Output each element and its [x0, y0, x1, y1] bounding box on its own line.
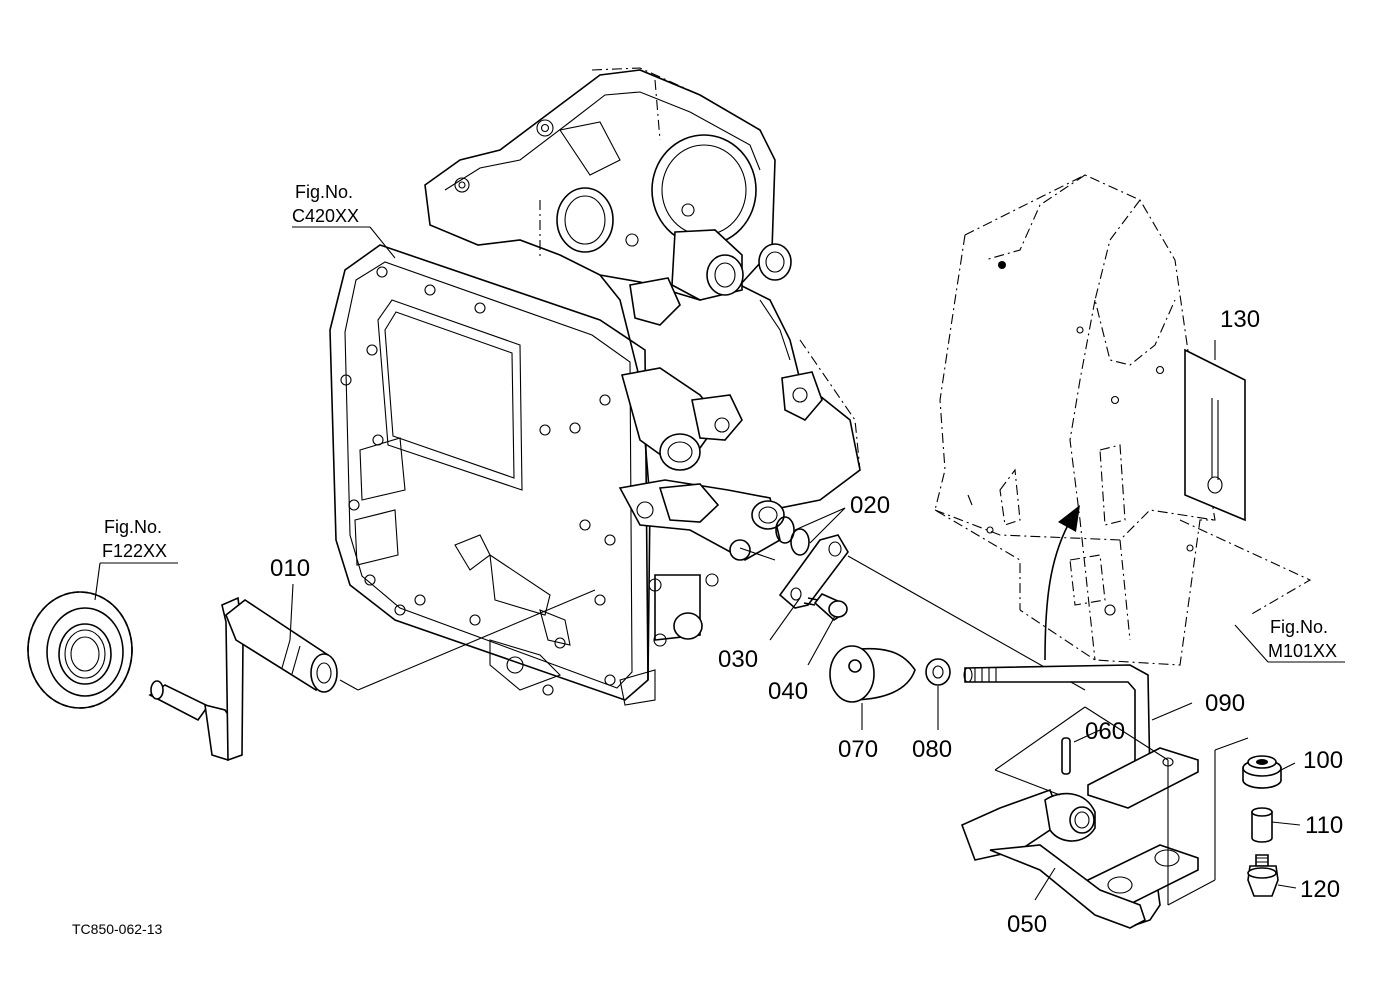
part-label-080: 080	[912, 736, 952, 763]
leader-lines	[94, 226, 1345, 901]
part-label-100: 100	[1303, 747, 1343, 774]
figure-reference-c420: Fig.No. C420XX	[292, 182, 359, 226]
drawing-code: TC850-062-13	[72, 921, 162, 937]
part-label-070: 070	[838, 736, 878, 763]
fig-ref-f122-line1: Fig.No.	[104, 517, 162, 537]
fig-ref-f122-line2: F122XX	[102, 541, 167, 561]
fig-ref-m101-line2: M101XX	[1268, 641, 1337, 661]
figure-reference-m101: Fig.No. M101XX	[1268, 617, 1337, 661]
bracket-pin-drawing	[960, 706, 1249, 929]
part-label-040: 040	[768, 678, 808, 705]
part-label-030: 030	[718, 646, 758, 673]
part-label-060: 060	[1085, 718, 1125, 745]
label-plate-drawing	[1184, 348, 1246, 522]
transmission-case-drawing	[329, 67, 861, 706]
part-label-130: 130	[1220, 306, 1260, 333]
part-label-110: 110	[1305, 812, 1343, 839]
part-label-120: 120	[1300, 876, 1340, 903]
gear-drawing	[27, 591, 133, 709]
figure-reference-f122: Fig.No. F122XX	[102, 517, 167, 561]
fig-ref-c420-line1: Fig.No.	[295, 182, 353, 202]
part-label-020: 020	[850, 492, 890, 519]
shift-lever-drawing	[148, 589, 596, 762]
knob-nut-rod-drawing	[829, 645, 1151, 783]
fig-ref-m101-line1: Fig.No.	[1270, 617, 1328, 637]
grommet-collar-screw-drawing	[1242, 755, 1301, 897]
part-number-labels: 010 020 030 040 050 060 070 080 090 100 …	[270, 306, 1343, 938]
part-label-010: 010	[270, 555, 310, 582]
rear-cover-drawing	[934, 174, 1312, 666]
oring-plate-bolt-drawing	[739, 516, 1086, 691]
part-label-090: 090	[1205, 690, 1245, 717]
part-label-050: 050	[1007, 911, 1047, 938]
fig-ref-c420-line2: C420XX	[292, 206, 359, 226]
